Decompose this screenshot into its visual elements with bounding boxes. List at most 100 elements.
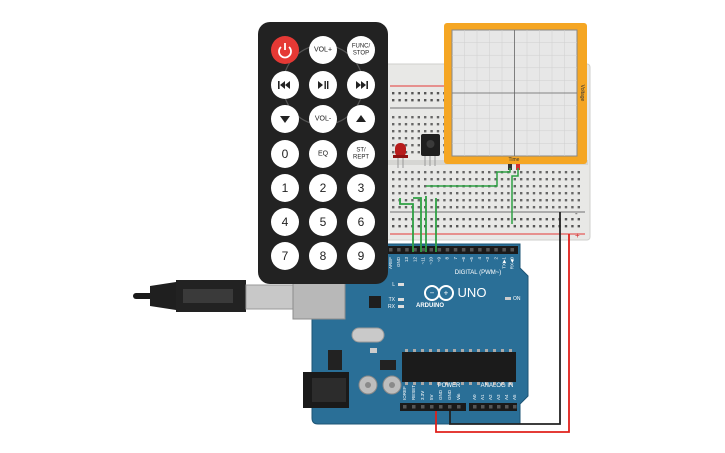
play-pause-icon [318, 81, 329, 89]
digital-pin-hole[interactable] [510, 248, 515, 252]
analog-pin-hole[interactable] [481, 405, 485, 409]
analog-pin-hole[interactable] [489, 405, 493, 409]
scope-probe-positive[interactable] [516, 164, 520, 170]
arduino-logo: − + [424, 285, 454, 301]
l-led-label: L [392, 282, 395, 288]
digital-pin-label: ~5 [469, 257, 474, 263]
red-led[interactable] [393, 143, 408, 168]
power-pin-hole[interactable] [439, 405, 443, 409]
digital-pin-hole[interactable] [405, 248, 409, 252]
wire-green-scope-gnd[interactable] [511, 168, 519, 224]
digital-pin-hole[interactable] [429, 248, 434, 252]
key-7-button[interactable]: 7 [271, 242, 299, 270]
wire-green-3[interactable] [413, 197, 422, 252]
key-6-button[interactable]: 6 [347, 208, 375, 236]
key-st-rept-button[interactable]: ST/REPT [347, 140, 375, 168]
digital-pin-label: ~9 [437, 257, 442, 263]
analog-header[interactable] [469, 403, 517, 411]
analog-pin-hole[interactable] [473, 405, 477, 409]
remote-button-label: VOL- [315, 116, 332, 123]
digital-pin-hole[interactable] [494, 248, 498, 252]
up-arrow-button[interactable] [347, 105, 375, 133]
remote-button-label: VOL+ [314, 47, 332, 54]
key-1-button[interactable]: 1 [271, 174, 299, 202]
digital-pin-hole[interactable] [397, 248, 401, 252]
key-9-button[interactable]: 9 [347, 242, 375, 270]
power-pin-hole[interactable] [421, 405, 425, 409]
digital-pin-hole[interactable] [461, 248, 466, 252]
scope-y-label: Voltage [579, 85, 585, 102]
usb-cable[interactable] [133, 280, 346, 320]
digital-pin-hole[interactable] [413, 248, 417, 252]
power-pin-hole[interactable] [430, 405, 434, 409]
oscilloscope[interactable]: Time Voltage [444, 23, 587, 170]
wire-black-gnd[interactable] [449, 212, 561, 425]
analog-pin-hole[interactable] [505, 405, 509, 409]
power-pin-hole[interactable] [403, 405, 407, 409]
power-pin-label: 3.3V [420, 391, 425, 400]
down-arrow-button[interactable] [271, 105, 299, 133]
key-func-stop-button[interactable]: FUNC/STOP [347, 36, 375, 64]
key-8-button[interactable]: 8 [309, 242, 337, 270]
remote-button-label: 4 [282, 215, 289, 229]
play-pause-button[interactable] [309, 71, 337, 99]
fast-forward-button[interactable] [347, 71, 375, 99]
wire-green-1[interactable] [399, 198, 414, 252]
power-pin-hole[interactable] [457, 405, 461, 409]
wire-green-scope[interactable] [426, 168, 511, 187]
digital-pin-label: ~11 [420, 257, 425, 265]
analog-pin-label: A3 [496, 394, 501, 400]
fast-forward-icon [356, 81, 368, 89]
analog-pin-label: A1 [480, 394, 485, 400]
analog-pin-label: A2 [488, 394, 493, 400]
analog-pin-hole[interactable] [497, 405, 501, 409]
scope-x-label: Time [509, 157, 520, 163]
power-pin-hole[interactable] [448, 405, 452, 409]
key-eq-button[interactable]: EQ [309, 140, 337, 168]
key-vol--button[interactable]: VOL- [309, 105, 337, 133]
analog-pin-hole[interactable] [513, 405, 517, 409]
digital-pin-hole[interactable] [453, 248, 458, 252]
digital-pin-label: ~10 [429, 257, 434, 265]
analog-pin-label: A4 [504, 394, 509, 400]
digital-pin-label: 8 [445, 257, 450, 260]
digital-header[interactable] [386, 246, 518, 254]
digital-pin-label: AREF [388, 257, 393, 269]
remote-button-label: ST/ [356, 148, 366, 154]
remote-button-label: STOP [353, 51, 369, 57]
digital-pin-hole[interactable] [478, 248, 482, 252]
digital-pin-hole[interactable] [445, 248, 450, 252]
key-3-button[interactable]: 3 [347, 174, 375, 202]
key-5-button[interactable]: 5 [309, 208, 337, 236]
rx-led [398, 305, 404, 308]
key-4-button[interactable]: 4 [271, 208, 299, 236]
rewind-button[interactable] [271, 71, 299, 99]
digital-pin-hole[interactable] [437, 248, 442, 252]
power-pin-label: IOREF [402, 386, 407, 400]
digital-pin-hole[interactable] [502, 248, 506, 252]
digital-pin-hole[interactable] [421, 248, 425, 252]
reset-button[interactable] [380, 360, 396, 370]
digital-pin-hole[interactable] [389, 248, 393, 252]
remote-button-label: FUNC/ [352, 44, 371, 50]
remote-button-label: 2 [320, 181, 327, 195]
wire-red-5v[interactable] [435, 234, 570, 433]
power-button[interactable] [271, 36, 299, 64]
scope-probe-negative[interactable] [508, 164, 512, 170]
key-vol--button[interactable]: VOL+ [309, 36, 337, 64]
digital-pin-hole[interactable] [470, 248, 474, 252]
digital-pin-label: 13 [404, 257, 409, 263]
key-0-button[interactable]: 0 [271, 140, 299, 168]
arduino-brand: ARDUINO [416, 303, 444, 309]
ir-receiver[interactable] [421, 134, 440, 166]
rx-led-label: RX [388, 304, 396, 310]
digital-pin-hole[interactable] [486, 248, 490, 252]
remote-button-label: 0 [282, 147, 289, 161]
remote-button-label: REPT [353, 155, 369, 161]
key-2-button[interactable]: 2 [309, 174, 337, 202]
power-pin-label: 5V [429, 394, 434, 400]
power-pin-hole[interactable] [412, 405, 416, 409]
